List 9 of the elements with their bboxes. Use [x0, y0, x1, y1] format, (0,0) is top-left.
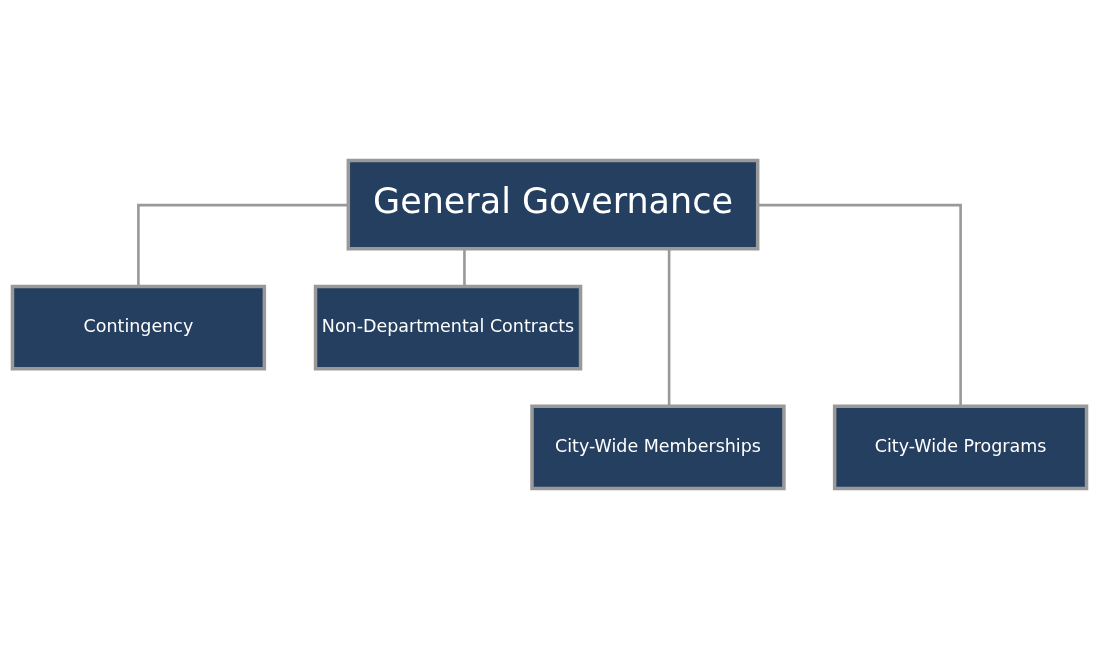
- node-box: Non-Departmental Contracts: [313, 284, 583, 370]
- node-box: Contingency: [10, 284, 267, 370]
- connector: [137, 203, 349, 286]
- node-box: City-Wide Programs: [832, 404, 1089, 490]
- node-box: City-Wide Memberships: [530, 404, 786, 490]
- connector: [463, 248, 466, 286]
- connector: [757, 203, 962, 406]
- node-box: General Governance: [346, 158, 760, 251]
- connector: [667, 248, 671, 406]
